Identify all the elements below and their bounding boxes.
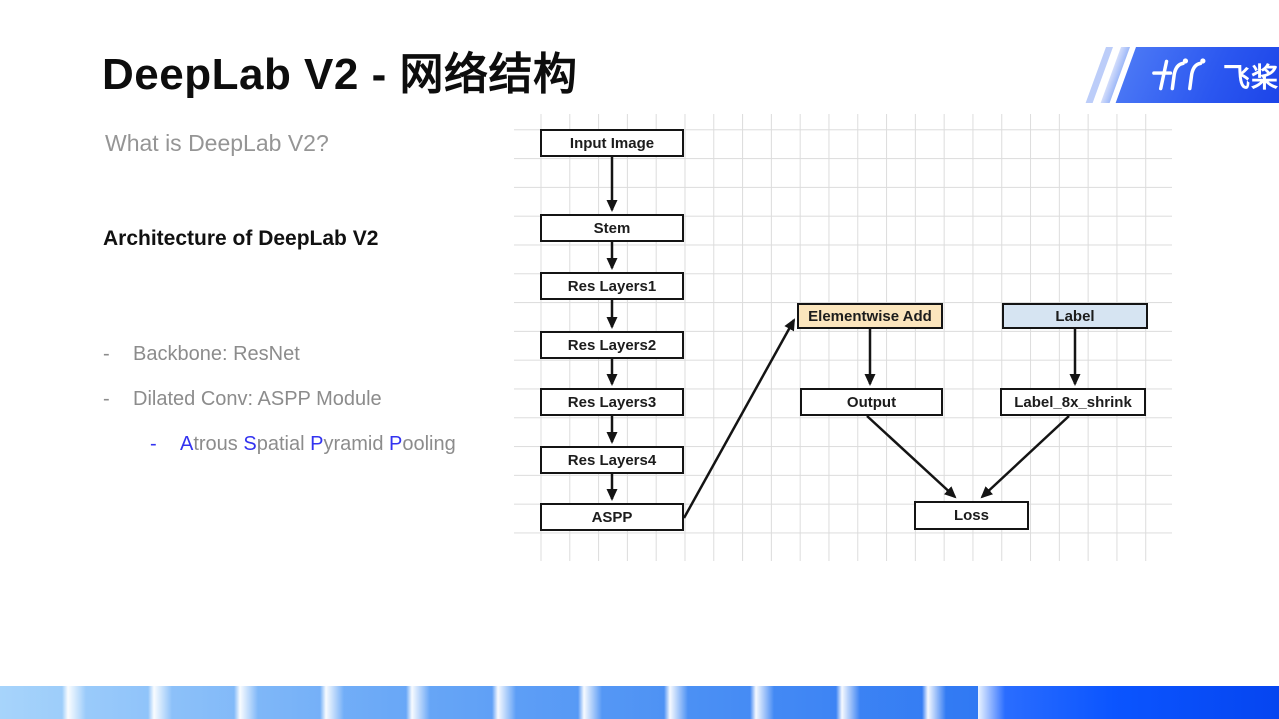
bullet-dash: - xyxy=(150,433,157,455)
architecture-diagram: Input Image Stem Res Layers1 Res Layers2… xyxy=(514,114,1172,561)
bullet-dash: - xyxy=(103,388,110,410)
bullet-backbone: - Backbone: ResNet xyxy=(103,343,300,366)
diagram-node-stem: Stem xyxy=(540,214,684,242)
diagram-node-res-layers1: Res Layers1 xyxy=(540,272,684,300)
slide-title: DeepLab V2 - 网络结构 xyxy=(102,50,578,99)
bullet-text: Backbone: ResNet xyxy=(133,343,300,365)
aspp-word-rest: ooling xyxy=(402,433,456,455)
sub-bullet-aspp-expansion: - Atrous Spatial Pyramid Pooling xyxy=(150,433,456,456)
footer-bar-final-segment xyxy=(978,686,1279,719)
aspp-letter: A xyxy=(180,433,194,455)
bullet-dilated-conv: - Dilated Conv: ASPP Module xyxy=(103,388,382,411)
diagram-node-input-image: Input Image xyxy=(540,129,684,157)
sub-bullet-text: Atrous Spatial Pyramid Pooling xyxy=(180,433,456,456)
aspp-word-rest: patial xyxy=(256,433,311,455)
diagram-node-res-layers4: Res Layers4 xyxy=(540,446,684,474)
aspp-word-rest: trous xyxy=(193,433,244,455)
paddlepaddle-pp-icon xyxy=(1152,58,1206,91)
section-question: What is DeepLab V2? xyxy=(105,130,329,156)
diagram-node-res-layers3: Res Layers3 xyxy=(540,388,684,416)
paddlepaddle-logo-content: 飞桨 xyxy=(1152,49,1279,101)
bullet-text: Dilated Conv: ASPP Module xyxy=(133,388,382,410)
section-heading: Architecture of DeepLab V2 xyxy=(103,227,379,250)
aspp-word-rest: yramid xyxy=(323,433,390,455)
logo-brand-text: 飞桨 xyxy=(1223,62,1279,93)
aspp-letter: S xyxy=(243,433,257,455)
arrow-aspp-to-elementwise-add xyxy=(682,318,796,519)
footer-bar-segments xyxy=(0,686,978,719)
diagram-node-output: Output xyxy=(800,388,943,416)
diagram-node-loss: Loss xyxy=(914,501,1029,530)
footer-accent-bar xyxy=(0,686,1279,719)
arrow-shrink-to-loss xyxy=(980,415,1070,499)
diagram-node-res-layers2: Res Layers2 xyxy=(540,331,684,359)
arrow-output-to-loss xyxy=(866,415,957,499)
bullet-dash: - xyxy=(103,343,110,365)
diagram-node-aspp: ASPP xyxy=(540,503,684,531)
aspp-letter: P xyxy=(389,433,403,455)
aspp-letter: P xyxy=(310,433,324,455)
diagram-node-elementwise-add: Elementwise Add xyxy=(797,303,943,329)
diagram-node-label-8x-shrink: Label_8x_shrink xyxy=(1000,388,1146,416)
flow-arrows xyxy=(606,157,1081,519)
diagram-node-label: Label xyxy=(1002,303,1148,329)
